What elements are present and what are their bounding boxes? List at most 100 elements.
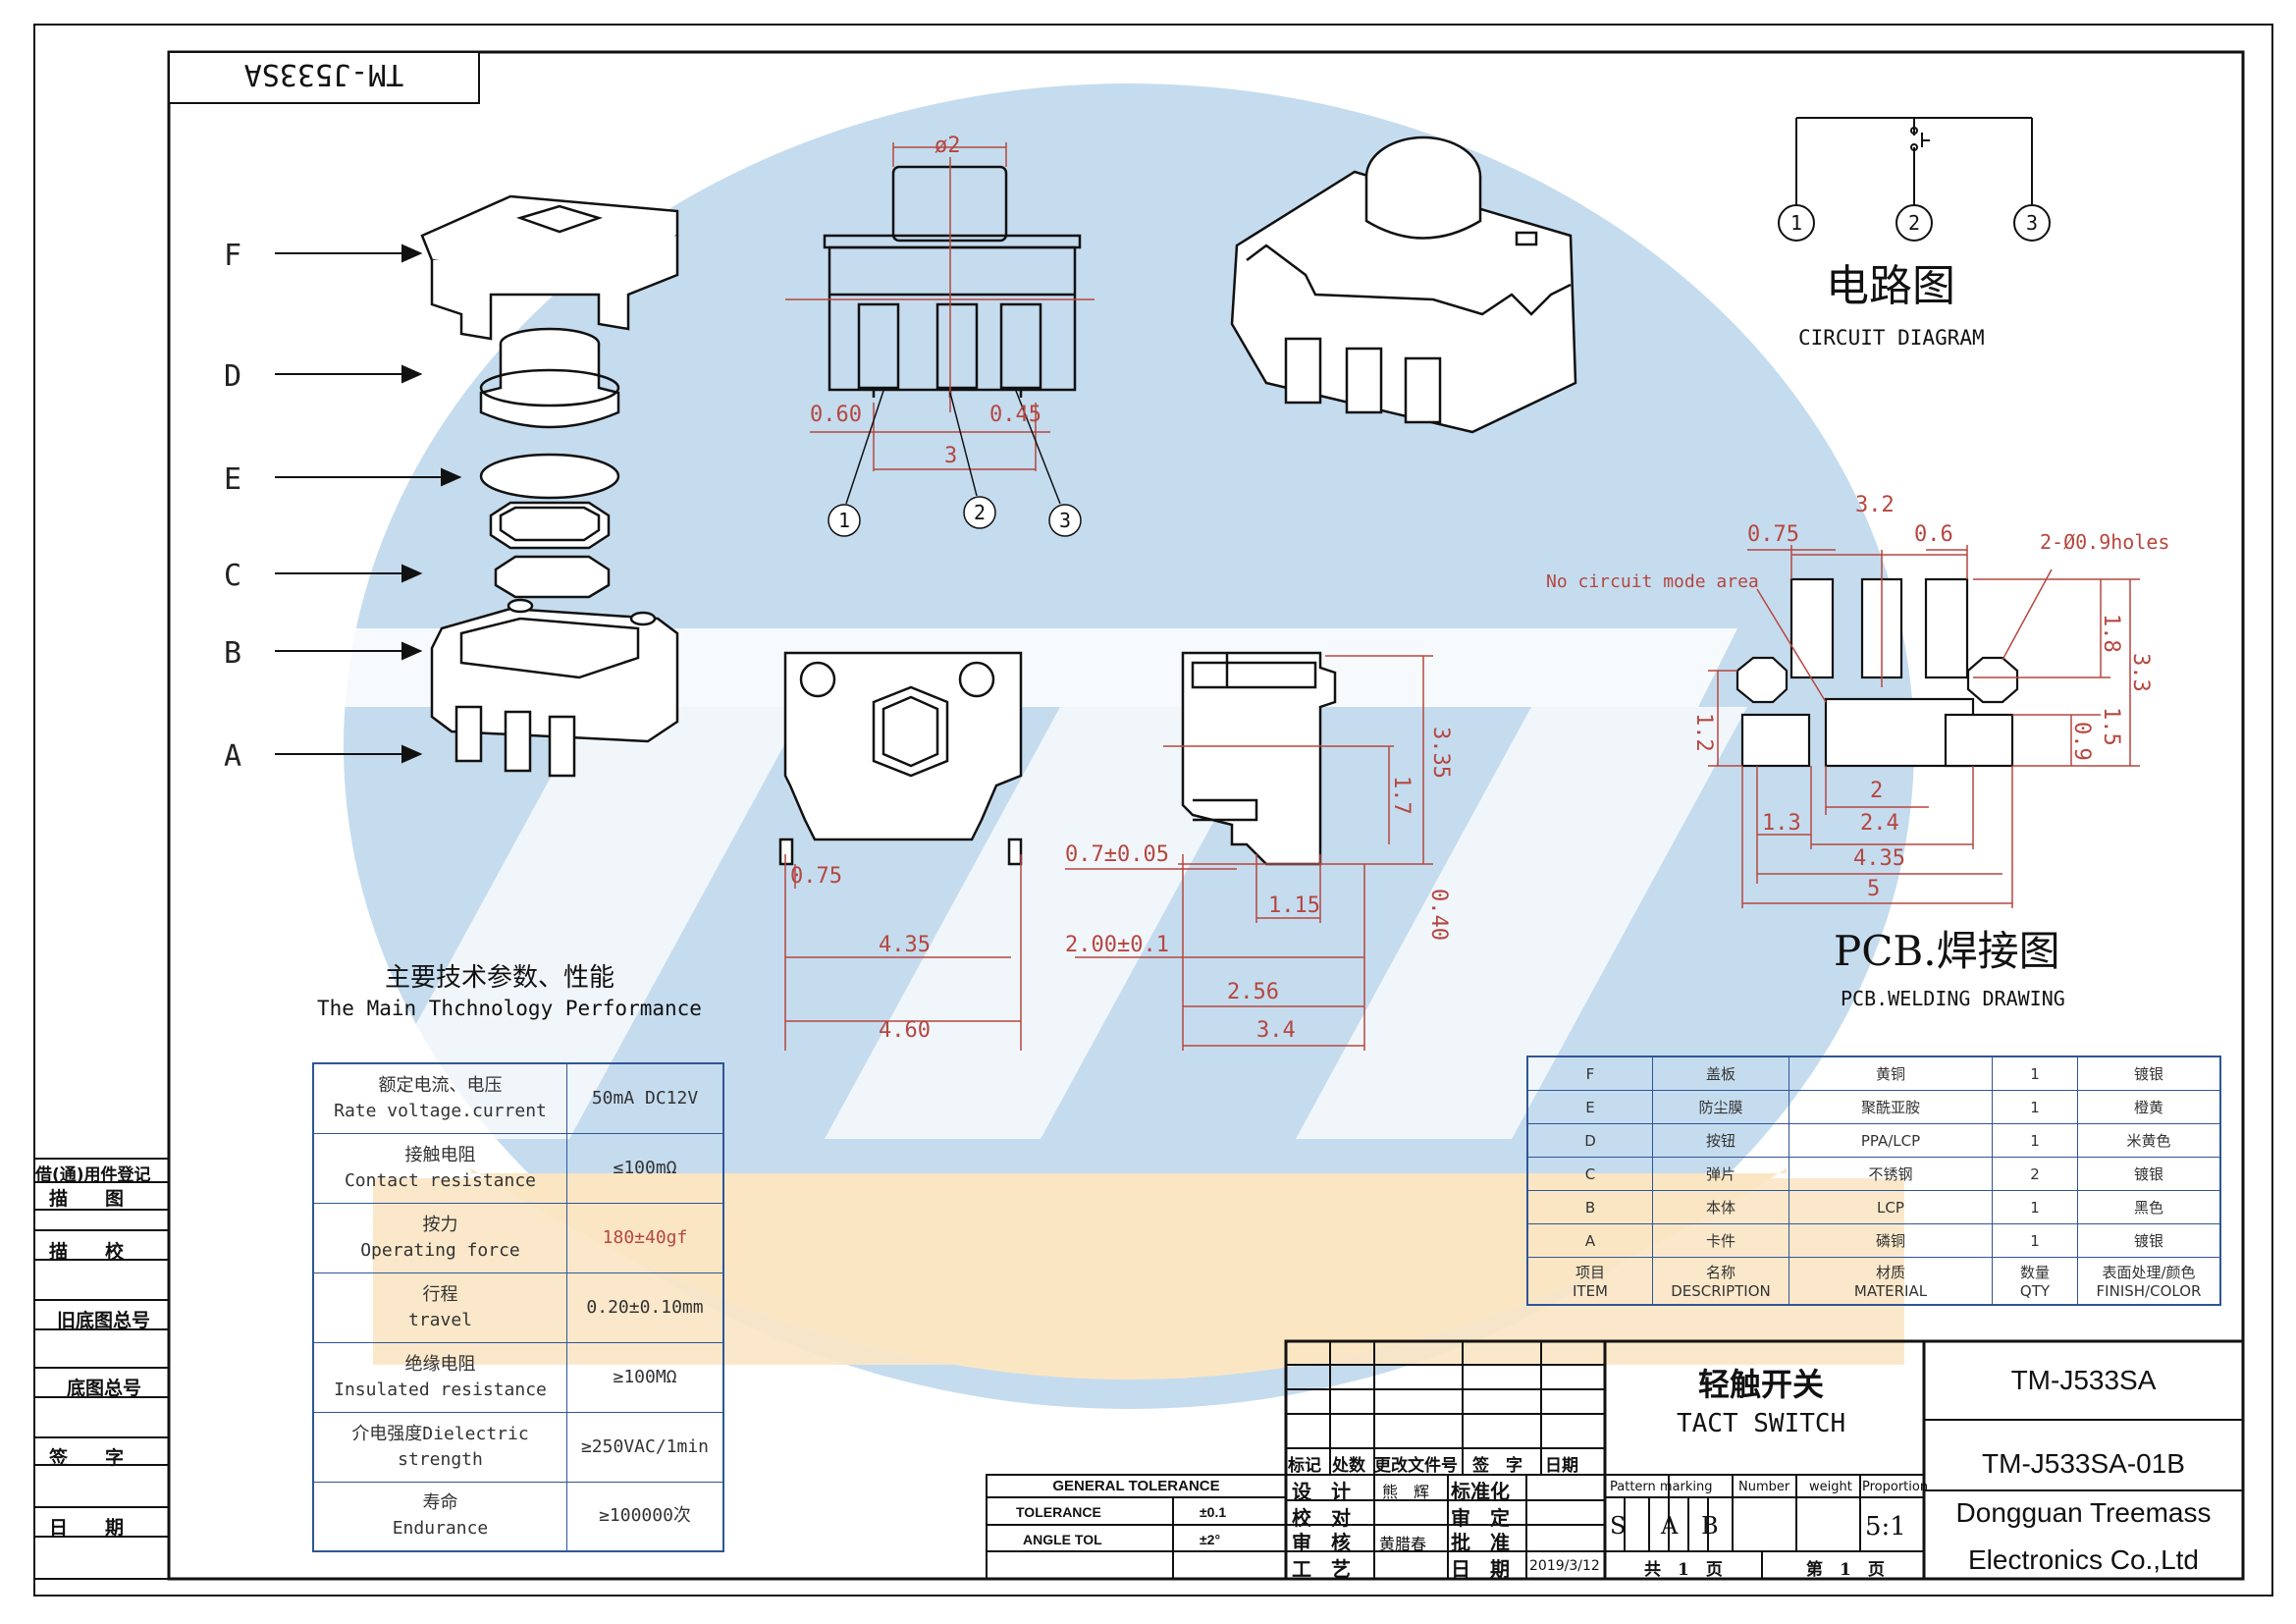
sign-role-standard: 标准化: [1451, 1480, 1510, 1503]
side-dim-335: 3.35: [1428, 727, 1453, 779]
flipped-drawing-title: TM-J533SA: [243, 57, 404, 91]
exploded-parts: [420, 194, 679, 778]
exploded-arrows: [275, 244, 462, 764]
pcb-dim-13: 1.3: [1762, 811, 1801, 836]
strip-label-trace: 描 图: [49, 1188, 125, 1210]
pcb-dim-12: 1.2: [1691, 713, 1716, 752]
dim-3: 3: [944, 444, 958, 468]
pin-label-1: 1: [837, 509, 851, 532]
sign-role-date: 日 期: [1451, 1557, 1510, 1581]
sign-name-design: 熊 辉: [1382, 1483, 1430, 1501]
rev-header-sign: 签 字: [1472, 1456, 1522, 1476]
part-letter-c: C: [224, 559, 242, 593]
pcb-dim-15: 1.5: [2099, 707, 2123, 746]
general-tolerance-title: GENERAL TOLERANCE: [1052, 1478, 1220, 1494]
part-letter-f: F: [224, 239, 242, 273]
strip-label-date: 日 期: [49, 1517, 125, 1539]
pin-label-2: 2: [973, 501, 987, 524]
drawing-number: TM-J533SA-01B: [1982, 1448, 2185, 1479]
sign-role-approve: 批 准: [1451, 1531, 1510, 1554]
proportion-label: Proportion: [1862, 1480, 1929, 1494]
pcb-dim-075: 0.75: [1747, 522, 1799, 547]
circuit-pin-2: 2: [1907, 211, 1921, 235]
sign-date-value: 2019/3/12: [1529, 1558, 1600, 1574]
sign-role-approve-fix: 审 定: [1451, 1506, 1510, 1530]
part-number: TM-J533SA: [2010, 1365, 2157, 1395]
sign-role-proof: 校 对: [1292, 1506, 1351, 1530]
pcb-dim-18: 1.8: [2099, 614, 2123, 653]
isometric-view: [1230, 135, 1577, 434]
pcb-layout: [1735, 577, 2019, 768]
left-strip: [33, 1158, 170, 1580]
page-number: 第 1 页: [1806, 1560, 1885, 1580]
side-dim-115: 1.15: [1268, 893, 1320, 918]
performance-title-cn: 主要技术参数、性能: [385, 963, 615, 993]
side-dim-200: 2.00±0.1: [1065, 933, 1169, 957]
part-letter-a: A: [224, 739, 242, 774]
pcb-dim-24: 2.4: [1860, 811, 1899, 836]
sign-role-design: 设 计: [1292, 1480, 1351, 1503]
weight-label: weight: [1809, 1480, 1852, 1494]
pcb-holes: 2-Ø0.9holes: [2040, 530, 2170, 554]
pcb-dim-435: 4.35: [1853, 846, 1905, 871]
dim-060: 0.60: [810, 403, 862, 427]
sign-name-review: 黄腊春: [1379, 1535, 1427, 1553]
circuit-title-en: CIRCUIT DIAGRAM: [1798, 326, 1985, 350]
part-letter-e: E: [224, 462, 242, 497]
rev-header-count: 处数: [1332, 1456, 1365, 1476]
pin-label-3: 3: [1058, 509, 1072, 532]
side-dim-040: 0.40: [1426, 889, 1451, 941]
circuit-title-cn: 电路图: [1826, 261, 1955, 311]
strip-label-borrowed: 借(通)用件登记: [35, 1165, 151, 1185]
part-letter-b: B: [224, 636, 242, 671]
pcb-title-cn: PCB.焊接图: [1834, 927, 2060, 975]
tolerance-value: ±0.1: [1200, 1504, 1227, 1520]
side-dim-256: 2.56: [1227, 980, 1279, 1004]
bottom-dim-075: 0.75: [790, 864, 842, 889]
strip-label-base-no: 底图总号: [67, 1378, 142, 1399]
rev-header-file: 更改文件号: [1374, 1456, 1458, 1476]
sign-role-review: 审 核: [1292, 1531, 1351, 1554]
angle-tolerance-label: ANGLE TOL: [1023, 1532, 1102, 1547]
angle-tolerance-value: ±2°: [1200, 1532, 1221, 1547]
rev-header-mark: 标记: [1288, 1456, 1321, 1476]
title-block-grid: [986, 1339, 2245, 1581]
pcb-dim-2: 2: [1870, 779, 1884, 803]
circuit-pin-1: 1: [1789, 211, 1803, 235]
mark-b: B: [1701, 1512, 1719, 1540]
mark-s: S: [1610, 1512, 1627, 1540]
number-label: Number: [1738, 1480, 1790, 1494]
product-name-cn: 轻触开关: [1698, 1366, 1825, 1403]
circuit-diagram: [1778, 117, 2051, 242]
rev-header-date: 日期: [1545, 1456, 1578, 1476]
bottom-dim-460: 4.60: [879, 1018, 931, 1043]
tolerance-label: TOLERANCE: [1016, 1504, 1101, 1520]
scale-value: 5:1: [1865, 1512, 1906, 1542]
dim-045: 0.45: [989, 403, 1041, 427]
circuit-pin-3: 3: [2025, 211, 2039, 235]
strip-label-check: 描 校: [49, 1241, 125, 1263]
side-dim-17: 1.7: [1389, 776, 1414, 815]
strip-label-sign: 签 字: [49, 1447, 125, 1469]
pcb-dim-32: 3.2: [1855, 493, 1895, 517]
part-letter-d: D: [224, 359, 242, 394]
total-pages: 共 1 页: [1644, 1560, 1723, 1580]
pcb-dim-33: 3.3: [2128, 653, 2153, 692]
pattern-marking-label: Pattern marking: [1610, 1480, 1713, 1494]
bottom-dim-435: 4.35: [879, 933, 931, 957]
